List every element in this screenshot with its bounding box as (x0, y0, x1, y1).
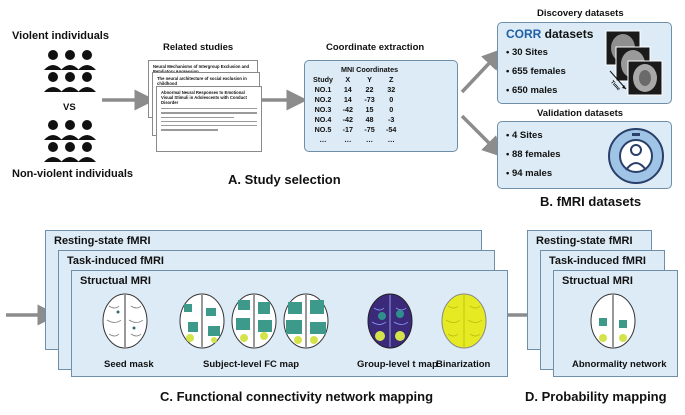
violent-label: Violent individuals (12, 30, 109, 42)
nonviolent-people-icon (44, 120, 96, 162)
coordinate-extraction-label: Coordinate extraction (326, 42, 425, 53)
binarization-label: Binarization (436, 359, 491, 370)
related-studies-label: Related studies (163, 42, 234, 53)
col-x: X (345, 74, 351, 84)
table-row: NO.5-17-75-54 (314, 124, 397, 134)
seed-mask-label: Seed mask (104, 359, 154, 370)
vs-label: VS (63, 102, 76, 113)
col-y: Y (367, 74, 372, 84)
fc-map-brain-3 (283, 293, 329, 349)
arrow-to-validation (460, 114, 504, 158)
violent-people-icon (44, 50, 96, 92)
binarization-brain (441, 293, 487, 349)
list-item: 4 Sites (506, 126, 561, 145)
arrow-to-discovery (460, 48, 504, 94)
validation-label: Validation datasets (537, 108, 624, 119)
section-a-title: A. Study selection (228, 172, 341, 187)
group-t-label: Group-level t map (357, 359, 438, 370)
seed-mask-brain (102, 293, 148, 349)
prob-layer-structural: Structual MRI (553, 270, 678, 377)
mri-scanner-icon (608, 128, 664, 184)
section-d-title: D. Probability mapping (525, 389, 667, 404)
fc-map-brain-1 (179, 293, 225, 349)
discovery-label: Discovery datasets (537, 8, 624, 19)
nonviolent-label: Non-violent individuals (12, 168, 134, 180)
validation-box: 4 Sites 88 females 94 males (497, 121, 672, 189)
paper-3: Abnormal Neural Responses to Emotional V… (156, 86, 262, 152)
col-study: Study (313, 74, 333, 84)
list-item: 655 females (506, 62, 566, 81)
discovery-box: CORR datasets 30 Sites 655 females 650 m… (497, 22, 672, 104)
section-c-title: C. Functional connectivity network mappi… (160, 389, 434, 404)
table-row: ………… (319, 134, 395, 144)
fc-map-brain-2 (231, 293, 277, 349)
list-item: 650 males (506, 81, 566, 100)
group-t-map-brain (367, 293, 413, 349)
abnormality-label: Abnormality network (572, 359, 667, 370)
section-b-title: B. fMRI datasets (540, 194, 642, 209)
discovery-list: 30 Sites 655 females 650 males (506, 43, 566, 100)
validation-list: 4 Sites 88 females 94 males (506, 126, 561, 183)
list-item: 30 Sites (506, 43, 566, 62)
corr-title: CORR datasets (506, 27, 594, 41)
mni-header: MNI Coordinates (340, 64, 399, 74)
subject-fc-label: Subject-level FC map (203, 359, 300, 370)
abnormality-network-brain (590, 293, 636, 349)
mri-slices-icon: Time (605, 30, 663, 96)
list-item: 94 males (506, 164, 561, 183)
col-z: Z (389, 74, 394, 84)
list-item: 88 females (506, 145, 561, 164)
